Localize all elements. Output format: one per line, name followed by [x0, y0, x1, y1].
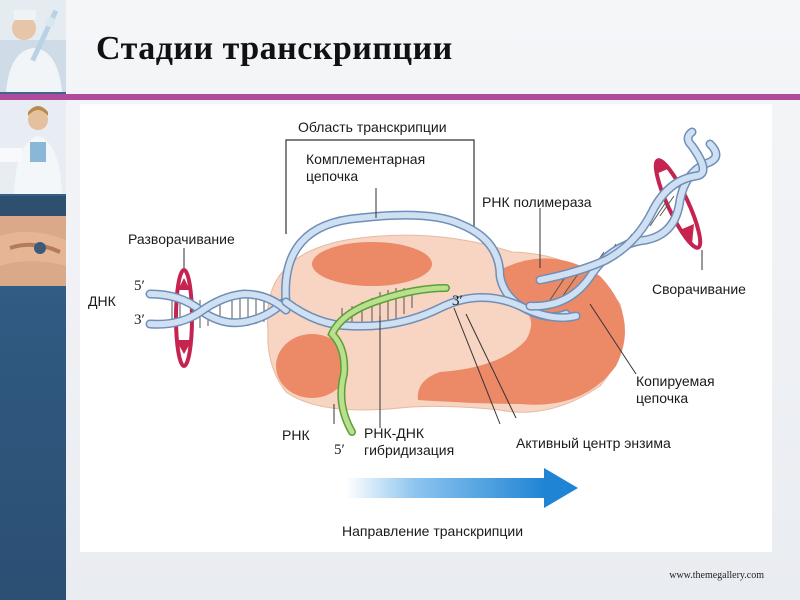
title-underline [0, 94, 800, 100]
three-prime-center-label: 3′ [452, 293, 463, 309]
label-pointers [183, 208, 703, 428]
polymerase-lobe-left [276, 334, 348, 398]
rna-strand [327, 284, 450, 436]
rna-dna-label-1: РНК-ДНК [364, 425, 425, 441]
hands-photo [0, 196, 66, 286]
complementary-label-1: Комплементарная [306, 151, 425, 167]
unwinding-label: Разворачивание [128, 231, 235, 247]
footer-url: www.themegallery.com [669, 570, 764, 581]
transcription-direction-arrow-icon [346, 468, 578, 508]
template-strand-label-1: Копируемая [636, 373, 715, 389]
five-prime-bottom-label: 5′ [334, 442, 345, 458]
active-center-label: Активный центр энзима [516, 435, 671, 451]
transcription-region-bracket [285, 139, 475, 234]
transcription-region-label: Область транскрипции [298, 119, 447, 135]
rna-polymerase [266, 234, 625, 413]
three-prime-left-label: 3′ [134, 312, 145, 328]
polymerase-lobe-top [312, 242, 432, 286]
rna-dna-label-2: гибридизация [364, 442, 454, 458]
doctor-photo [0, 98, 66, 194]
complementary-label-2: цепочка [306, 168, 358, 184]
dna-label: ДНК [88, 293, 117, 309]
dna-helix-right [525, 127, 721, 311]
dna-helix-left [145, 289, 291, 329]
transcription-diagram: Область транскрипции [88, 119, 746, 539]
lab-photo-top [0, 0, 66, 92]
rewinding-arrow-icon [653, 158, 703, 250]
rna-label: РНК [282, 427, 310, 443]
rna-polymerase-label: РНК полимераза [482, 194, 592, 210]
five-prime-left-label: 5′ [134, 278, 145, 294]
template-strand-label-2: цепочка [636, 390, 688, 406]
slide-title: Стадии транскрипции [96, 30, 453, 67]
direction-label: Направление транскрипции [342, 523, 523, 539]
diagram-panel: Область транскрипции [80, 104, 772, 552]
rewinding-label: Сворачивание [652, 281, 746, 297]
